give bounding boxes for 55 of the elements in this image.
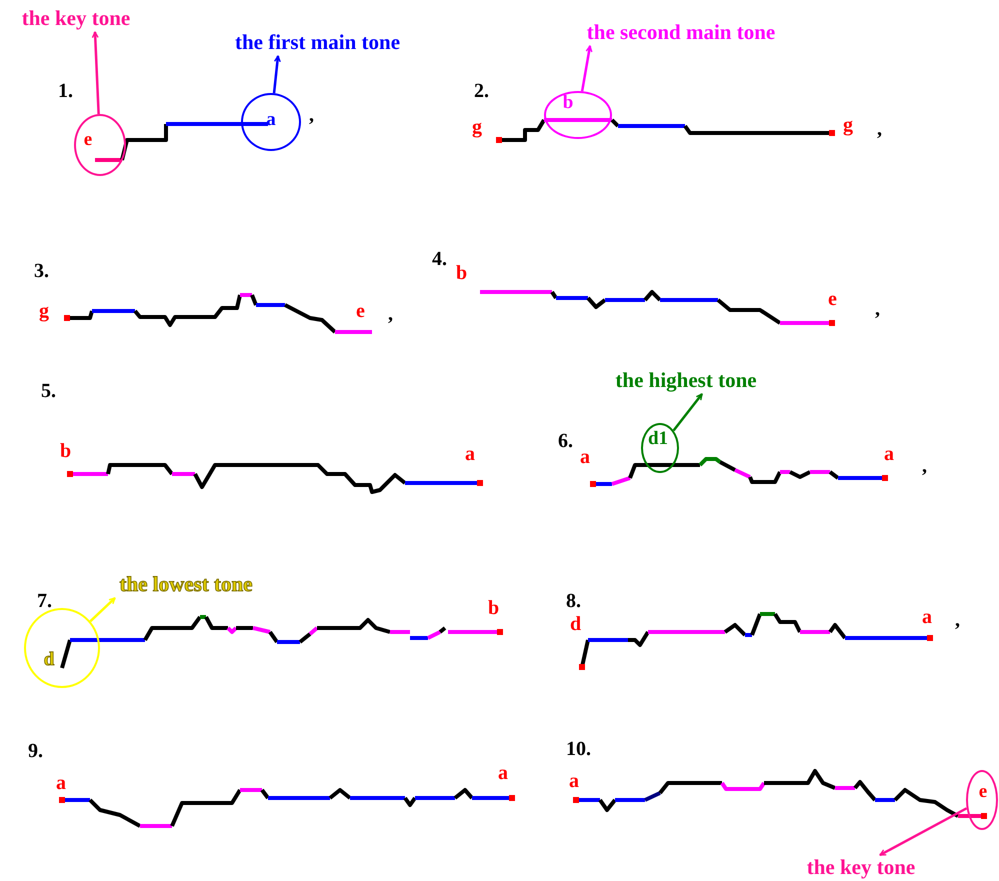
note-label: a [56, 772, 66, 794]
note-label: a [884, 443, 894, 465]
note-label: 5. [41, 380, 56, 402]
arrow [580, 45, 592, 92]
note-label: 7. [37, 590, 52, 612]
note-letter: e [84, 130, 92, 150]
note-label: 2. [474, 80, 489, 102]
note-letter: d [44, 650, 54, 670]
highlight-circle [966, 770, 998, 830]
note-label: b [488, 597, 500, 619]
note-label: 1. [58, 80, 73, 102]
note-label: , [877, 118, 882, 140]
note-label: 8. [566, 590, 581, 612]
note-label: a [922, 606, 932, 628]
note-label: a [569, 770, 579, 792]
note-label: , [309, 104, 314, 126]
note-letter: e [978, 782, 988, 802]
note-label: e [356, 300, 365, 322]
arrow [879, 807, 968, 856]
note-label: g [39, 300, 49, 322]
note-label: g [843, 114, 853, 136]
note-label: a [580, 446, 590, 468]
note-label: b [60, 440, 72, 462]
highlight-circle [24, 608, 100, 688]
highlight-circle [544, 91, 612, 139]
note-label: b [456, 262, 468, 284]
note-label: 3. [34, 260, 49, 282]
note-label: e [828, 288, 837, 310]
annotation-text: the first main tone [205, 30, 430, 54]
annotation-text: the key tone [5, 6, 147, 30]
note-label: 6. [558, 430, 573, 452]
highlight-circle [74, 114, 126, 176]
note-letter: b [562, 93, 574, 113]
note-label: a [498, 762, 508, 784]
annotation-text: the key tone [788, 855, 934, 879]
arrow [272, 55, 281, 94]
annotation-text: the highest tone [592, 368, 780, 392]
note-label: , [922, 455, 927, 477]
note-label: a [465, 443, 475, 465]
note-label: 10. [566, 738, 591, 760]
note-label: , [388, 303, 393, 325]
highlight-circle [641, 423, 679, 473]
highlight-circle [241, 93, 301, 151]
note-label: d [570, 613, 582, 635]
note-label: g [472, 116, 482, 138]
annotation-text: the lowest tone [100, 572, 272, 596]
annotation-text: the second main tone [556, 20, 806, 44]
note-label: 4. [432, 248, 447, 270]
note-letter: d1 [648, 429, 668, 449]
note-label: , [955, 609, 960, 631]
arrow [89, 597, 116, 622]
arrow [92, 31, 100, 114]
note-label: 9. [28, 740, 43, 762]
note-label: , [875, 298, 880, 320]
arrow [672, 393, 703, 432]
